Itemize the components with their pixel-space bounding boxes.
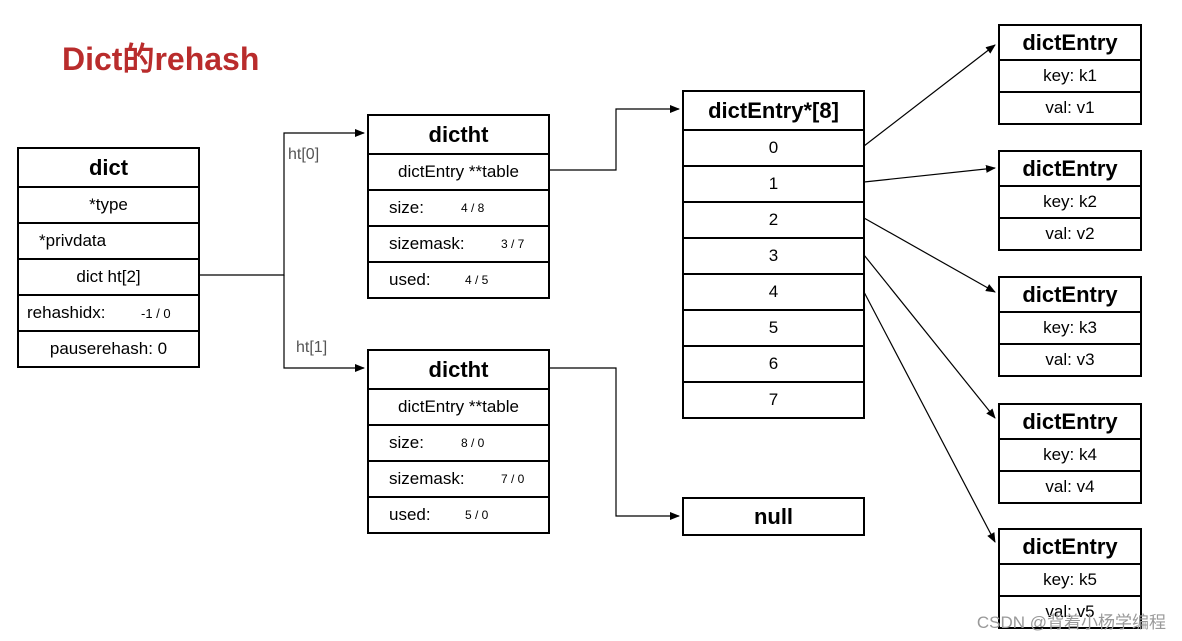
dict-rehashidx-row: rehashidx: -1 / 0 — [19, 294, 198, 330]
ht1-used-row: used: 5 / 0 — [369, 496, 548, 532]
rehashidx-label: rehashidx: — [27, 303, 106, 322]
edge-ht1-null — [549, 367, 680, 520]
ht1-header: dictht — [428, 356, 489, 382]
dict-entry-val: val: v3 — [1000, 343, 1140, 375]
edge-label-ht0: ht[0] — [288, 146, 320, 163]
dict-entry-box: dictEntry key: k5 val: v5 — [998, 528, 1142, 629]
dict-entry-box: dictEntry key: k1 val: v1 — [998, 24, 1142, 125]
ht1-used-label: used: — [389, 505, 431, 524]
ht0-used-value: 4 / 5 — [465, 273, 489, 287]
edge-slot3-entry4 — [863, 254, 996, 419]
edge-ht0-array — [549, 105, 680, 171]
dict-entry-key: key: k4 — [1000, 438, 1140, 470]
edge-dict-ht0 — [199, 129, 365, 276]
ht0-size-label: size: — [389, 198, 424, 217]
dict-entry-header: dictEntry — [1022, 281, 1118, 307]
ht1-size-row: size: 8 / 0 — [369, 424, 548, 460]
ht0-used-row: used: 4 / 5 — [369, 261, 548, 297]
ht1-sizemask-row: sizemask: 7 / 0 — [369, 460, 548, 496]
ht0-header: dictht — [428, 121, 489, 147]
dict-entry-key: key: k3 — [1000, 311, 1140, 343]
bucket-array-box: dictEntry*[8] 0 1 2 3 4 5 6 7 — [682, 90, 865, 419]
ht0-sizemask-label: sizemask: — [389, 234, 465, 253]
ht0-used-label: used: — [389, 270, 431, 289]
bucket-slot: 5 — [684, 309, 863, 345]
bucket-array-header: dictEntry*[8] — [708, 97, 839, 123]
null-label: null — [753, 503, 794, 529]
dict-entry-box: dictEntry key: k4 val: v4 — [998, 403, 1142, 504]
dict-entry-key: key: k5 — [1000, 563, 1140, 595]
dict-entry-key: key: k2 — [1000, 185, 1140, 217]
dict-entry-val: val: v5 — [1000, 595, 1140, 627]
bucket-slot: 6 — [684, 345, 863, 381]
ht0-sizemask-value: 3 / 7 — [501, 237, 525, 251]
dict-entry-box: dictEntry key: k3 val: v3 — [998, 276, 1142, 377]
dict-privdata-field: *privdata — [19, 222, 198, 258]
dict-entry-header: dictEntry — [1022, 29, 1118, 55]
bucket-slot: 1 — [684, 165, 863, 201]
ht0-size-value: 4 / 8 — [461, 201, 485, 215]
bucket-slot: 7 — [684, 381, 863, 417]
bucket-slot: 0 — [684, 129, 863, 165]
dict-entry-val: val: v2 — [1000, 217, 1140, 249]
ht1-sizemask-value: 7 / 0 — [501, 472, 525, 486]
dict-box: dict *type *privdata dict ht[2] rehashid… — [17, 147, 200, 368]
rehashidx-value: -1 / 0 — [141, 305, 171, 321]
ht1-size-label: size: — [389, 433, 424, 452]
dict-pauserehash-field: pauserehash: 0 — [19, 330, 198, 366]
edge-slot4-entry5 — [863, 291, 996, 543]
edge-slot2-entry3 — [863, 217, 996, 293]
dict-entry-key: key: k1 — [1000, 59, 1140, 91]
ht0-table-field: dictEntry **table — [369, 153, 548, 189]
ht1-sizemask-label: sizemask: — [389, 469, 465, 488]
ht1-used-value: 5 / 0 — [465, 508, 489, 522]
page-title: Dict的rehash — [62, 41, 260, 77]
dict-header: dict — [88, 154, 129, 180]
dict-entry-box: dictEntry key: k2 val: v2 — [998, 150, 1142, 251]
ht0-sizemask-row: sizemask: 3 / 7 — [369, 225, 548, 261]
edge-slot1-entry2 — [863, 164, 996, 183]
edge-label-ht1: ht[1] — [296, 339, 328, 356]
dict-entry-val: val: v1 — [1000, 91, 1140, 123]
ht0-size-row: size: 4 / 8 — [369, 189, 548, 225]
watermark: CSDN @背着小杨学编程 — [976, 613, 1166, 632]
bucket-slot: 4 — [684, 273, 863, 309]
null-box: null — [682, 497, 865, 536]
edge-slot0-entry1 — [863, 44, 996, 147]
dict-entry-val: val: v4 — [1000, 470, 1140, 502]
bucket-slot: 3 — [684, 237, 863, 273]
bucket-slot: 2 — [684, 201, 863, 237]
ht1-dictht-box: dictht dictEntry **table size: 8 / 0 siz… — [367, 349, 550, 534]
ht1-size-value: 8 / 0 — [461, 436, 485, 450]
dict-entry-header: dictEntry — [1022, 408, 1118, 434]
dict-ht-field: dict ht[2] — [19, 258, 198, 294]
dict-entry-header: dictEntry — [1022, 155, 1118, 181]
dict-type-field: *type — [19, 186, 198, 222]
ht1-table-field: dictEntry **table — [369, 388, 548, 424]
dict-entry-header: dictEntry — [1022, 533, 1118, 559]
ht0-dictht-box: dictht dictEntry **table size: 4 / 8 siz… — [367, 114, 550, 299]
edge-dict-ht1 — [283, 275, 365, 372]
